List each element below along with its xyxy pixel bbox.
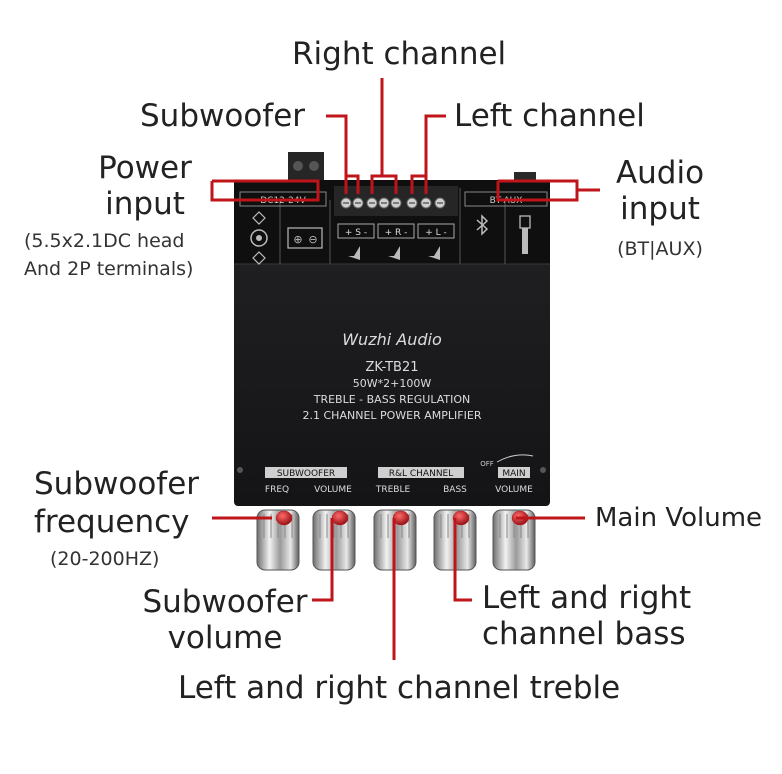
group-main-label: MAIN (502, 469, 525, 479)
right-terminal-label: + R - (385, 228, 408, 238)
leader-right-channel (370, 78, 384, 194)
knob-sub-volume[interactable] (312, 509, 356, 571)
description-text: 2.1 CHANNEL POWER AMPLIFIER (303, 409, 482, 422)
sub-terminal-label: + S - (345, 228, 367, 238)
callout-left-channel: Left channel (454, 98, 645, 134)
callout-treble: Left and right channel treble (178, 670, 621, 706)
svg-text:⊖: ⊖ (308, 233, 317, 246)
callout-main-volume: Main Volume (595, 503, 763, 533)
leader-left-channel (424, 114, 446, 194)
callout-audio-note: (BT|AUX) (617, 238, 703, 260)
callout-power-note2: And 2P terminals) (24, 258, 194, 280)
callout-audio-line1: Audio (615, 155, 705, 191)
callout-right-channel: Right channel (292, 36, 507, 72)
group-subwoofer-label: SUBWOOFER (277, 469, 335, 479)
bluetooth-icon (476, 214, 489, 236)
callout-sub-freq-line1: Subwoofer (34, 466, 200, 502)
callout-power-line1: Power (98, 150, 192, 186)
aux-jack-icon (519, 215, 531, 254)
terminal-icon: ⊕ ⊖ (287, 227, 323, 249)
knob-main-volume-label: VOLUME (495, 485, 533, 495)
callout-bass-line1: Left and right (482, 580, 692, 616)
speaker-icon (348, 246, 440, 260)
knob-sub-volume-label: VOLUME (314, 485, 352, 495)
leader-subwoofer (326, 114, 348, 194)
regulation-text: TREBLE - BASS REGULATION (313, 393, 471, 406)
off-label: OFF (480, 460, 494, 468)
callout-sub-freq-note: (20-200HZ) (50, 548, 160, 570)
group-rl-label: R&L CHANNEL (389, 469, 454, 479)
callout-audio-line2: input (620, 191, 700, 227)
knob-bass-label: BASS (443, 485, 467, 495)
knob-treble-label: TREBLE (375, 485, 411, 495)
leader-lines (210, 78, 600, 660)
power-rating-text: 50W*2+100W (353, 377, 432, 390)
callout-bass-line2: channel bass (482, 616, 686, 652)
leader-sub-volume (312, 518, 334, 602)
callout-sub-volume-line1: Subwoofer (142, 584, 308, 620)
leader-power-input (210, 179, 320, 202)
callout-power-line2: input (105, 186, 185, 222)
leader-bass (453, 518, 472, 602)
knob-freq-label: FREQ (265, 485, 289, 495)
callout-sub-volume-line2: volume (167, 620, 283, 656)
terminal-screws (340, 197, 446, 209)
dc-jack-icon (250, 211, 268, 265)
brand-logo: Wuzhi Audio (342, 330, 442, 349)
callout-power-note1: (5.5x2.1DC head (24, 230, 185, 252)
callout-subwoofer: Subwoofer (140, 98, 306, 134)
knobs (256, 509, 536, 571)
svg-text:⊕: ⊕ (293, 233, 302, 246)
knob-sub-frequency[interactable] (256, 509, 300, 571)
callout-sub-freq-line2: frequency (34, 504, 190, 540)
leader-audio-input (496, 179, 579, 202)
left-terminal-label: + L - (425, 228, 447, 238)
model-text: ZK-TB21 (366, 360, 419, 375)
